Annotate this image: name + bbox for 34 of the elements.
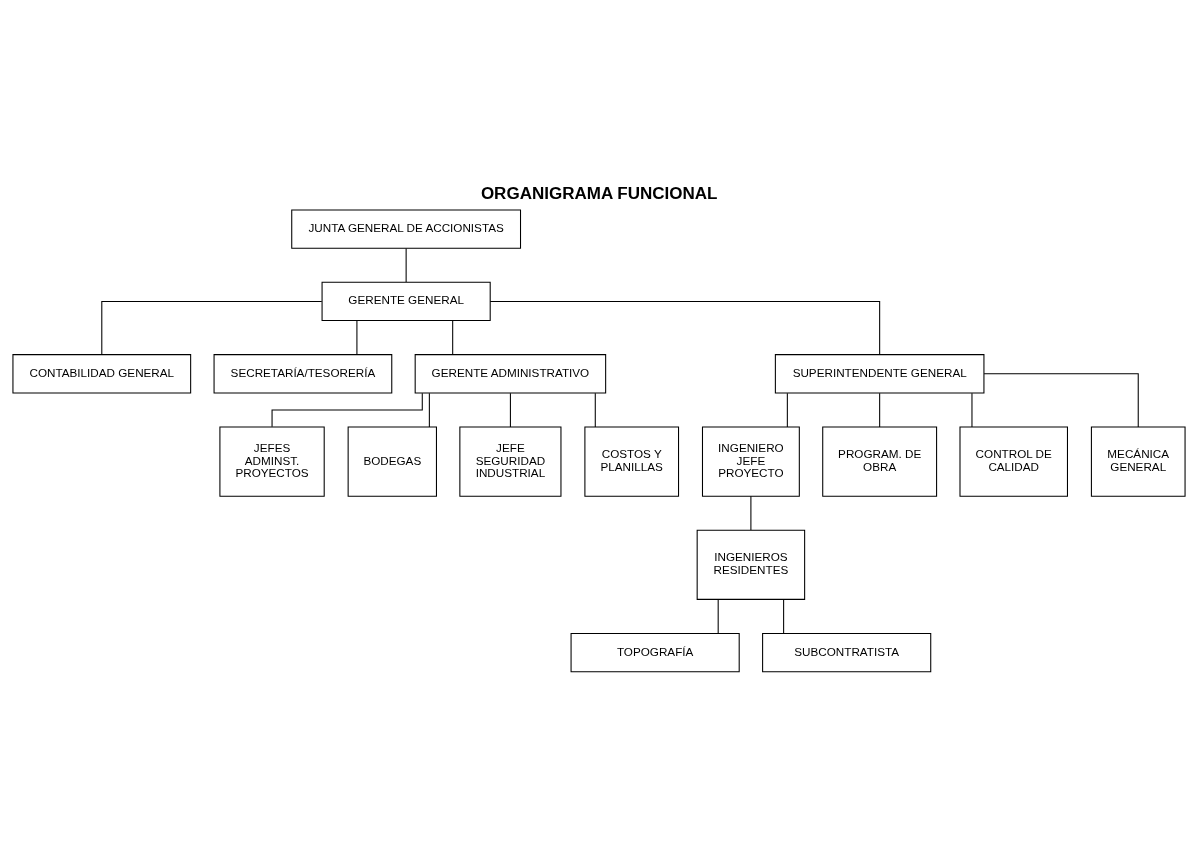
- connector: [428, 392, 430, 428]
- node-box: SUBCONTRATISTA: [762, 632, 932, 673]
- node-box: CONTROL DE CALIDAD: [959, 426, 1068, 497]
- connector: [971, 392, 973, 428]
- connector: [489, 300, 881, 355]
- connector: [594, 392, 596, 428]
- connector: [452, 320, 454, 355]
- node-box: SUPERINTENDENTE GENERAL: [774, 354, 985, 394]
- connector: [717, 598, 719, 634]
- node-box: CONTABILIDAD GENERAL: [12, 354, 192, 394]
- connector: [879, 392, 881, 428]
- connector: [983, 373, 1139, 428]
- connector: [271, 392, 423, 428]
- diagram-title: ORGANIGRAMA FUNCIONAL: [480, 184, 718, 204]
- node-box: GERENTE GENERAL: [321, 281, 491, 322]
- connector: [509, 392, 511, 428]
- connector: [101, 300, 323, 355]
- connector: [405, 247, 407, 283]
- node-box: JEFE SEGURIDAD INDUSTRIAL: [459, 426, 562, 497]
- node-box: MECÁNICA GENERAL: [1090, 426, 1186, 497]
- connector: [356, 320, 358, 355]
- node-box: COSTOS Y PLANILLAS: [584, 426, 680, 497]
- connector: [786, 392, 788, 428]
- node-box: TOPOGRAFÍA: [570, 632, 740, 673]
- connector: [783, 598, 785, 634]
- node-box: JEFES ADMINST. PROYECTOS: [219, 426, 325, 497]
- node-box: GERENTE ADMINISTRATIVO: [414, 354, 607, 394]
- node-box: JUNTA GENERAL DE ACCIONISTAS: [291, 209, 522, 249]
- node-box: BODEGAS: [347, 426, 437, 497]
- connector: [750, 495, 752, 531]
- node-box: INGENIERO JEFE PROYECTO: [701, 426, 800, 497]
- node-box: INGENIEROS RESIDENTES: [696, 529, 806, 600]
- node-box: SECRETARÍA/TESORERÍA: [213, 354, 393, 394]
- node-box: PROGRAM. DE OBRA: [822, 426, 938, 497]
